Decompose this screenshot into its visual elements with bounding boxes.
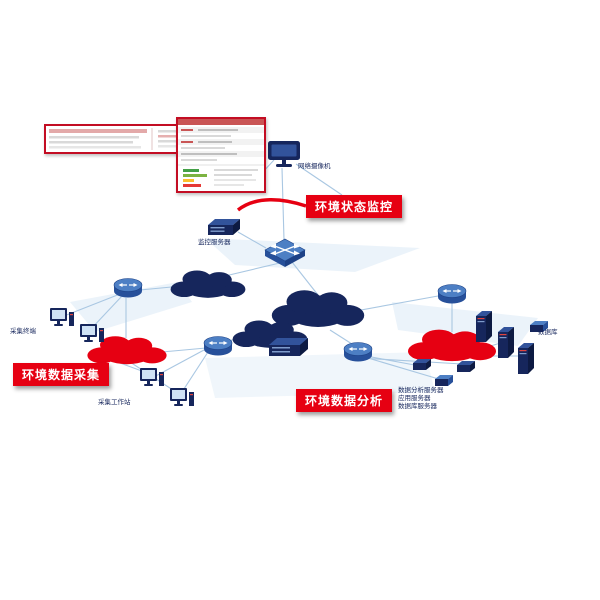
device-box-icon-3 (454, 358, 478, 380)
badge-status-monitoring: 环境状态监控 (306, 195, 403, 218)
device-box-icon-1 (410, 356, 434, 378)
monitor-window-table-content (178, 119, 264, 187)
monitor-server-icon (204, 216, 242, 242)
badge-data-collection: 环境数据采集 (13, 363, 110, 386)
workstation-icon-4 (168, 386, 196, 416)
network-cloud-core-2 (271, 290, 365, 327)
tower-server-icon-1 (472, 308, 494, 348)
workstation-icon-1 (48, 306, 76, 336)
analysis-server-label-3: 数据库服务器 (398, 402, 437, 410)
device-box-icon-2 (432, 372, 456, 394)
camera-label: 网络摄像机 (298, 162, 331, 170)
badge-data-analysis: 环境数据分析 (296, 389, 393, 412)
tower-server-icon-3 (514, 340, 536, 380)
router-mid-icon (201, 334, 235, 362)
left-terminals-label: 采集终端 (10, 327, 36, 335)
bottom-left-terminals-label: 采集工作站 (98, 398, 131, 406)
router-right-icon (435, 282, 469, 310)
monitor-server-label: 监控服务器 (198, 238, 231, 246)
analysis-server-icon (264, 334, 310, 362)
analysis-server-label-2: 应用服务器 (398, 394, 431, 402)
right-database-label: 数据库 (538, 328, 558, 336)
network-camera-icon (262, 138, 306, 174)
router-right-mid-icon (341, 340, 375, 368)
analysis-server-label-1: 数据分析服务器 (398, 386, 444, 394)
badge-link-curve (236, 198, 307, 212)
router-left-icon (111, 276, 145, 304)
tower-server-icon-2 (494, 324, 516, 364)
workstation-icon-3 (138, 366, 166, 396)
network-cloud-core-1 (170, 270, 246, 298)
workstation-icon-2 (78, 322, 106, 352)
switch-icon (262, 236, 308, 274)
analysis-servers-label-block: 数据分析服务器 应用服务器 数据库服务器 (398, 386, 444, 410)
monitor-window-table (176, 117, 266, 193)
storage-box-icon (527, 318, 551, 340)
